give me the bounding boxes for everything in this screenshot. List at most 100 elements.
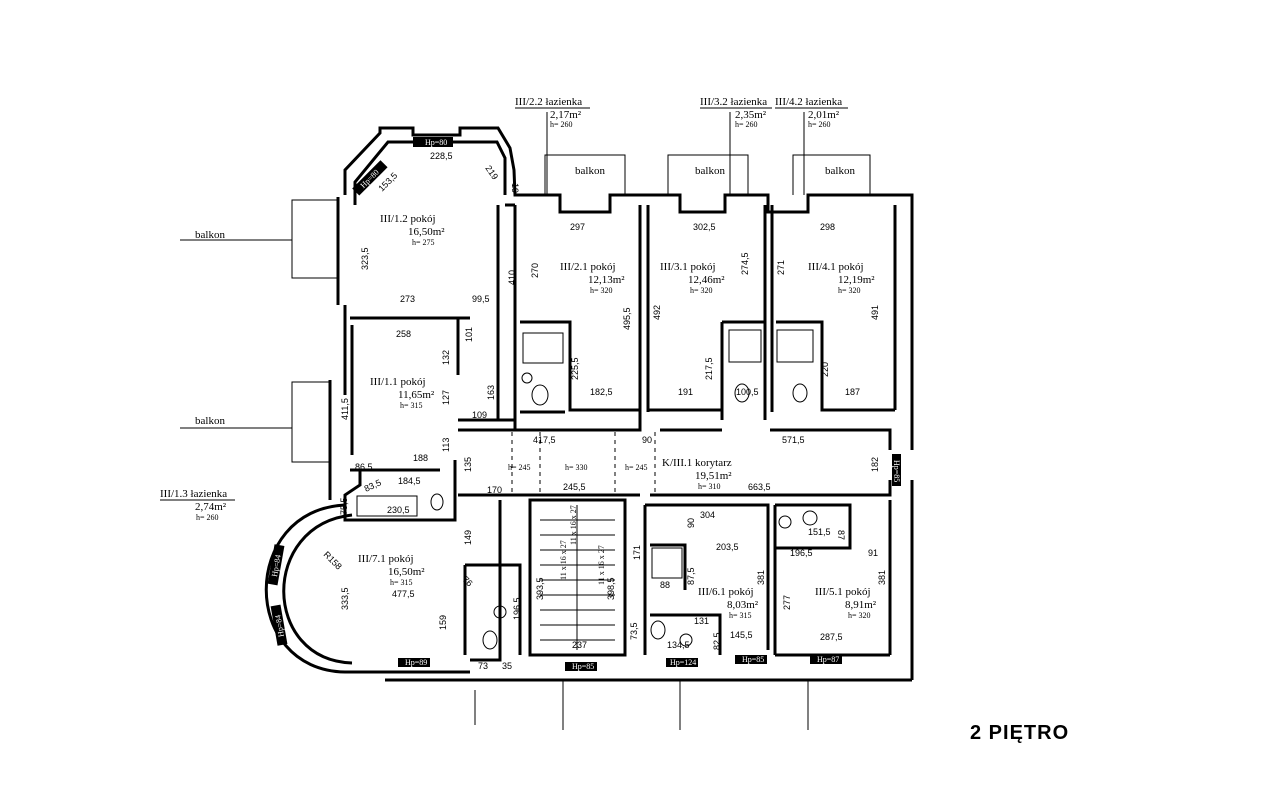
- dim: 35: [502, 661, 512, 671]
- room-area: 8,91m²: [845, 599, 877, 611]
- dim: 73: [478, 661, 488, 671]
- dim: 230,5: [387, 505, 410, 515]
- dim: 196,5: [512, 597, 522, 620]
- svg-text:III/5.1 pokój: III/5.1 pokój: [815, 586, 871, 598]
- room-area: 2,35m²: [735, 109, 767, 121]
- room-height: h= 315: [390, 578, 413, 587]
- dim: 131: [694, 616, 709, 626]
- dim: 109: [472, 410, 487, 420]
- stair-label-3: 11 x 16 x 27: [597, 545, 606, 585]
- svg-text:III/3.1 pokój: III/3.1 pokój: [660, 261, 716, 273]
- room-id: III/1.1: [370, 376, 398, 388]
- room-id: III/2.2: [515, 96, 543, 108]
- window-tag-9: Hp=87: [817, 655, 839, 664]
- stair-label-1: 11 x 16 x 27: [559, 540, 568, 580]
- balconies: [180, 154, 871, 463]
- dim: 274,5: [740, 252, 750, 275]
- dim: 237: [572, 640, 587, 650]
- room-label-III-7-1: III/7.1 pokój 16,50m² h= 315: [358, 553, 425, 587]
- balcony-label-left-mid: balkon: [195, 415, 225, 427]
- svg-text:III/4.2 łazienka: III/4.2 łazienka: [775, 96, 842, 108]
- dim: 492: [652, 305, 662, 320]
- dim: 196,5: [790, 548, 813, 558]
- room-height: h= 315: [729, 611, 752, 620]
- svg-text:III/4.1 pokój: III/4.1 pokój: [808, 261, 864, 273]
- dim: 287,5: [820, 632, 843, 642]
- dim: 113: [441, 438, 451, 452]
- room-id: III/3.2: [700, 96, 728, 108]
- dim: 258: [396, 329, 411, 339]
- dimension-labels: 228,5 153,5 219 19 323,5 273 99,5 410 25…: [322, 151, 887, 671]
- dim: 411,5: [340, 398, 350, 420]
- dim: R158: [322, 549, 344, 571]
- room-id: K/III.1: [662, 457, 692, 469]
- dim: 135: [463, 457, 473, 472]
- corridor-height-3: h= 245: [625, 463, 648, 472]
- corridor-dash-lines: [474, 112, 809, 730]
- dim: 182: [870, 457, 880, 472]
- dim: 203,5: [716, 542, 739, 552]
- room-height: h= 320: [848, 611, 871, 620]
- dim: 393,5: [535, 577, 545, 600]
- window-tag-1: Hp=80: [425, 138, 447, 147]
- window-tag-11: Hp=124: [670, 658, 696, 667]
- dim: 159: [438, 615, 448, 630]
- balcony-label-top-1: balkon: [575, 165, 605, 177]
- room-label-III-1-3: III/1.3 łazienka 2,74m² h= 260: [160, 488, 235, 522]
- room-area: 12,13m²: [588, 274, 625, 286]
- dim: 302,5: [693, 222, 716, 232]
- room-type: łazienka: [546, 96, 583, 108]
- dim: 323,5: [360, 247, 370, 270]
- dim: 99,5: [472, 294, 490, 304]
- svg-text:III/1.1 pokój: III/1.1 pokój: [370, 376, 426, 388]
- dim: 75,5: [339, 497, 349, 515]
- room-id: III/4.2: [775, 96, 803, 108]
- room-height: h= 315: [400, 401, 423, 410]
- room-type: łazienka: [191, 488, 228, 500]
- stair-label-2: 11 x 16 x 27: [569, 505, 578, 545]
- room-type: łazienka: [731, 96, 768, 108]
- room-label-III-5-1: III/5.1 pokój 8,91m² h= 320: [815, 586, 877, 620]
- room-label-III-3-2: III/3.2 łazienka 2,35m² h= 260: [700, 96, 772, 129]
- dim: 270: [530, 263, 540, 278]
- dim: 410: [507, 270, 517, 285]
- dim: 298: [820, 222, 835, 232]
- room-area: 16,50m²: [408, 226, 445, 238]
- svg-text:III/2.1 pokój: III/2.1 pokój: [560, 261, 616, 273]
- dim: 217,5: [704, 357, 714, 380]
- dim: 83,5: [363, 477, 383, 493]
- dim: 245,5: [563, 482, 586, 492]
- dim: 188: [413, 453, 428, 463]
- balcony-label-top-2: balkon: [695, 165, 725, 177]
- dim: 417,5: [533, 435, 556, 445]
- room-area: 12,46m²: [688, 274, 725, 286]
- dim: 297: [570, 222, 585, 232]
- room-id: III/1.3: [160, 488, 188, 500]
- dim: 134,5: [667, 640, 690, 650]
- interior-walls: [343, 205, 897, 662]
- dim: 145,5: [730, 630, 753, 640]
- room-height: h= 260: [735, 120, 758, 129]
- room-area: 11,65m²: [398, 389, 435, 401]
- corridor-height-2: h= 330: [565, 463, 588, 472]
- dim: 277: [782, 595, 792, 610]
- svg-text:III/2.2 łazienka: III/2.2 łazienka: [515, 96, 582, 108]
- room-type: pokój: [411, 213, 436, 225]
- dim: 86,5: [355, 462, 373, 472]
- dim: 127: [441, 390, 451, 405]
- svg-text:III/3.2 łazienka: III/3.2 łazienka: [700, 96, 767, 108]
- room-id: III/7.1: [358, 553, 386, 565]
- room-height: h= 310: [698, 482, 721, 491]
- room-id: III/2.1: [560, 261, 588, 273]
- dim: 100,5: [736, 387, 759, 397]
- room-height: h= 320: [690, 286, 713, 295]
- dim: 398,5: [606, 577, 616, 600]
- room-area: 2,01m²: [808, 109, 840, 121]
- dim: 90: [686, 518, 696, 528]
- corridor-height-1: h= 245: [508, 463, 531, 472]
- dim: 88: [660, 580, 670, 590]
- dim: 304: [700, 510, 715, 520]
- window-tag-3: Hp=84: [270, 554, 283, 578]
- dim: 87,5: [686, 567, 696, 585]
